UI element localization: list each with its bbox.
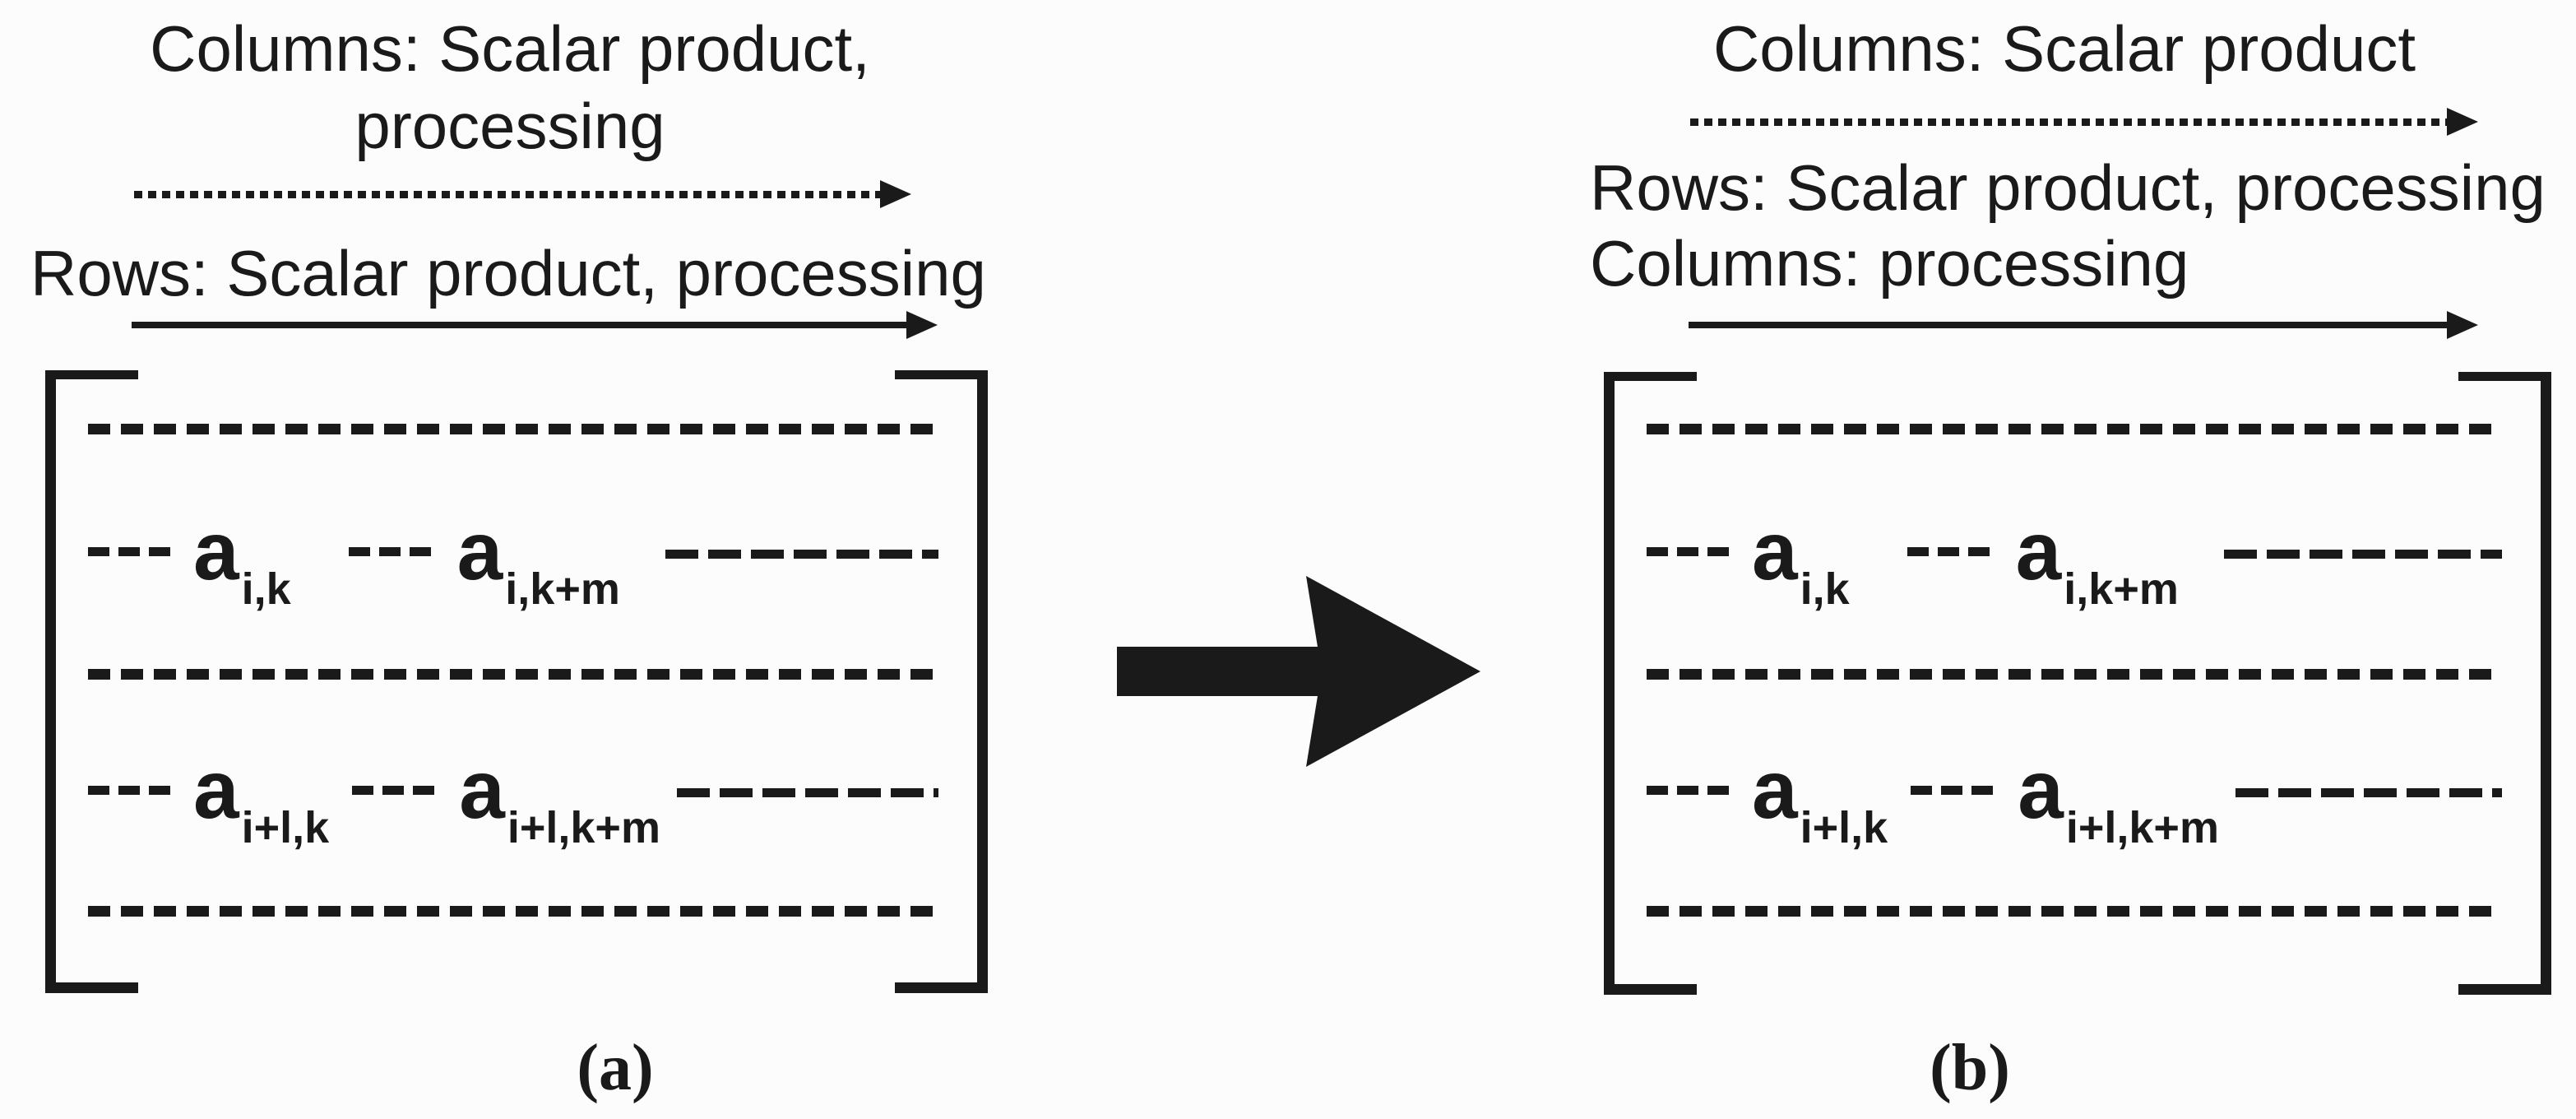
transform-arrow-icon [1117, 576, 1480, 767]
matrix-element: ai,k+m [457, 510, 620, 611]
element-base: a [2018, 744, 2064, 836]
matrix-element: ai,k [193, 510, 291, 611]
element-base: a [193, 505, 239, 597]
matrix-b: ai,k ai,k+m ai+l,k ai+l,k+m [1604, 372, 2551, 995]
matrix-a-dashed-row-1 [88, 424, 938, 434]
left-bracket-icon [45, 370, 138, 993]
element-base: a [193, 744, 239, 836]
dash-segment-long [2223, 549, 2502, 559]
panel-b-rows-caption: Rows: Scalar product, processing [1590, 151, 2546, 224]
panel-a-columns-caption-line1: Columns: Scalar product, [150, 12, 870, 85]
dash-segment [1911, 785, 1995, 795]
element-base: a [2015, 505, 2062, 597]
matrix-element: ai+l,k [1752, 749, 1888, 850]
dash-segment [1647, 785, 1730, 795]
matrix-element: ai,k+m [2016, 510, 2179, 611]
element-subscript: i,k [1800, 564, 1850, 614]
matrix-a-entry-row-2: ai+l,k ai+l,k+m [88, 739, 938, 850]
panel-a-label: (a) [577, 1032, 654, 1104]
matrix-element: ai,k [1752, 510, 1850, 611]
matrix-a-dashed-row-3 [88, 906, 938, 917]
panel-b-order-captions: Rows: Scalar product, processing Columns… [1590, 150, 2546, 301]
matrix-b-entry-row-1: ai,k ai,k+m [1647, 500, 2502, 611]
dash-segment [1907, 546, 1991, 556]
dash-segment-long [676, 787, 938, 797]
element-base: a [1752, 744, 1798, 836]
element-base: a [456, 505, 503, 597]
solid-arrow-shaft [132, 322, 906, 328]
arrowhead-icon [2447, 108, 2478, 136]
right-bracket-icon [2458, 372, 2551, 995]
panel-b-rows-solid-arrow-icon [1689, 311, 2478, 339]
dotted-arrow-shaft [134, 190, 880, 198]
panel-a-rows-solid-arrow-icon [132, 311, 938, 339]
matrix-a: ai,k ai,k+m ai+l,k ai+l,k+m [45, 370, 988, 993]
dash-segment [88, 785, 172, 795]
element-subscript: i,k+m [2064, 564, 2179, 614]
element-base: a [1752, 505, 1798, 597]
left-bracket-icon [1604, 372, 1697, 995]
matrix-a-dashed-row-2 [88, 669, 938, 680]
dash-segment [348, 546, 433, 556]
panel-b-columns-caption: Columns: Scalar product [1712, 12, 2416, 85]
arrowhead-icon [2447, 311, 2478, 339]
element-subscript: i+l,k+m [507, 803, 660, 852]
dash-segment-long [2235, 787, 2502, 797]
panel-a-rows-caption: Rows: Scalar product, processing [30, 237, 986, 309]
element-subscript: i+l,k+m [2065, 803, 2219, 852]
matrix-b-dashed-row-1 [1647, 424, 2502, 434]
element-subscript: i,k [241, 564, 291, 614]
panel-a-columns-caption: Columns: Scalar product, processing [74, 10, 946, 165]
arrowhead-icon [906, 311, 938, 339]
matrix-b-dashed-row-3 [1647, 906, 2502, 917]
dash-segment [352, 785, 437, 795]
solid-arrow-shaft [1689, 322, 2447, 328]
panel-b-columns-dotted-arrow-icon [1690, 108, 2478, 136]
panel-a-columns-caption-line2: processing [354, 90, 665, 162]
panel-b-label: (b) [1930, 1032, 2010, 1104]
element-subscript: i+l,k [1800, 803, 1888, 852]
panel-a-columns-dotted-arrow-icon [134, 180, 911, 208]
matrix-b-entry-row-2: ai+l,k ai+l,k+m [1647, 739, 2502, 850]
matrix-element: ai+l,k [193, 749, 329, 850]
right-bracket-icon [895, 370, 988, 993]
matrix-element: ai+l,k+m [459, 749, 660, 850]
matrix-b-dashed-row-2 [1647, 669, 2502, 680]
dash-segment [1647, 546, 1730, 556]
panel-b-columns-processing-caption: Columns: processing [1590, 227, 2189, 299]
element-subscript: i,k+m [505, 564, 620, 614]
element-base: a [459, 744, 505, 836]
matrix-element: ai+l,k+m [2018, 749, 2219, 850]
dash-segment [88, 546, 172, 556]
matrix-a-entry-row-1: ai,k ai,k+m [88, 500, 938, 611]
dash-segment-long [665, 549, 938, 559]
element-subscript: i+l,k [241, 803, 330, 852]
arrowhead-icon [880, 180, 911, 208]
dotted-arrow-shaft [1690, 118, 2447, 126]
